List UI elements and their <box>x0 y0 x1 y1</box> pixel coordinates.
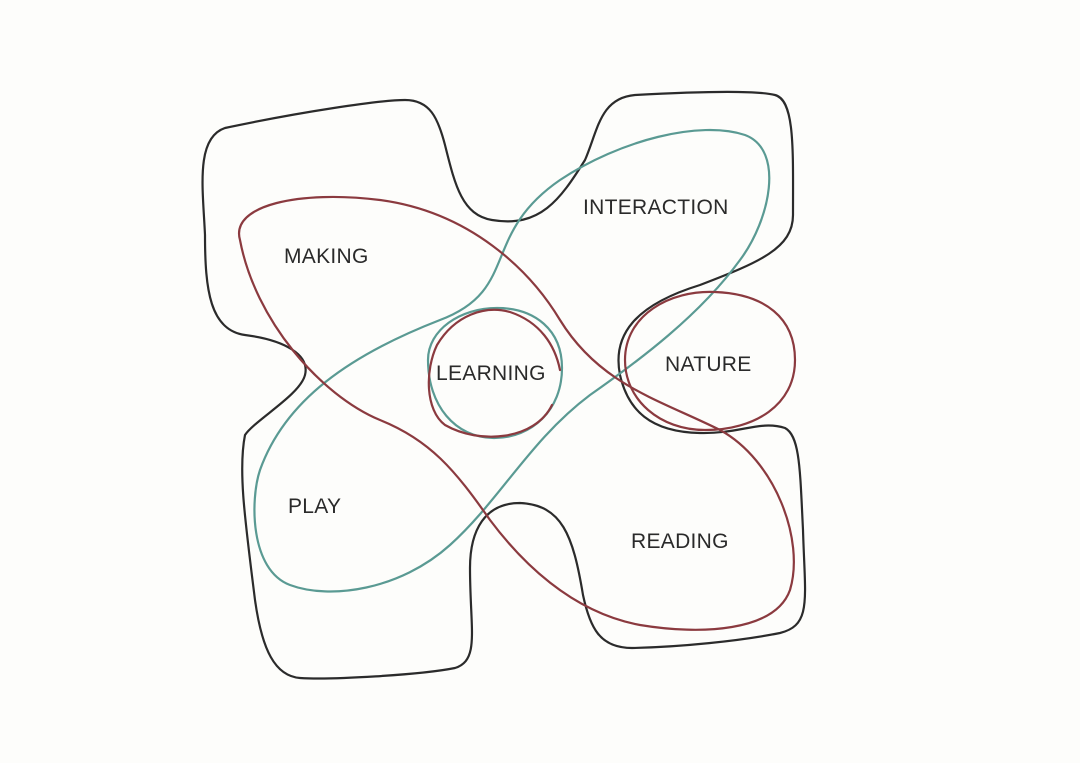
red-circle-nature <box>623 290 797 432</box>
red-loop-learning <box>427 308 562 438</box>
teal-circle-learning <box>426 306 564 440</box>
outer-boundary <box>201 90 807 680</box>
red-ellipse-making-reading <box>237 195 795 631</box>
label-nature: NATURE <box>665 353 752 376</box>
label-play: PLAY <box>288 495 341 518</box>
teal-ellipse-interaction-play <box>253 128 771 593</box>
label-interaction: INTERACTION <box>583 196 729 219</box>
label-reading: READING <box>631 530 729 553</box>
label-learning: LEARNING <box>436 362 546 385</box>
label-making: MAKING <box>284 245 369 268</box>
